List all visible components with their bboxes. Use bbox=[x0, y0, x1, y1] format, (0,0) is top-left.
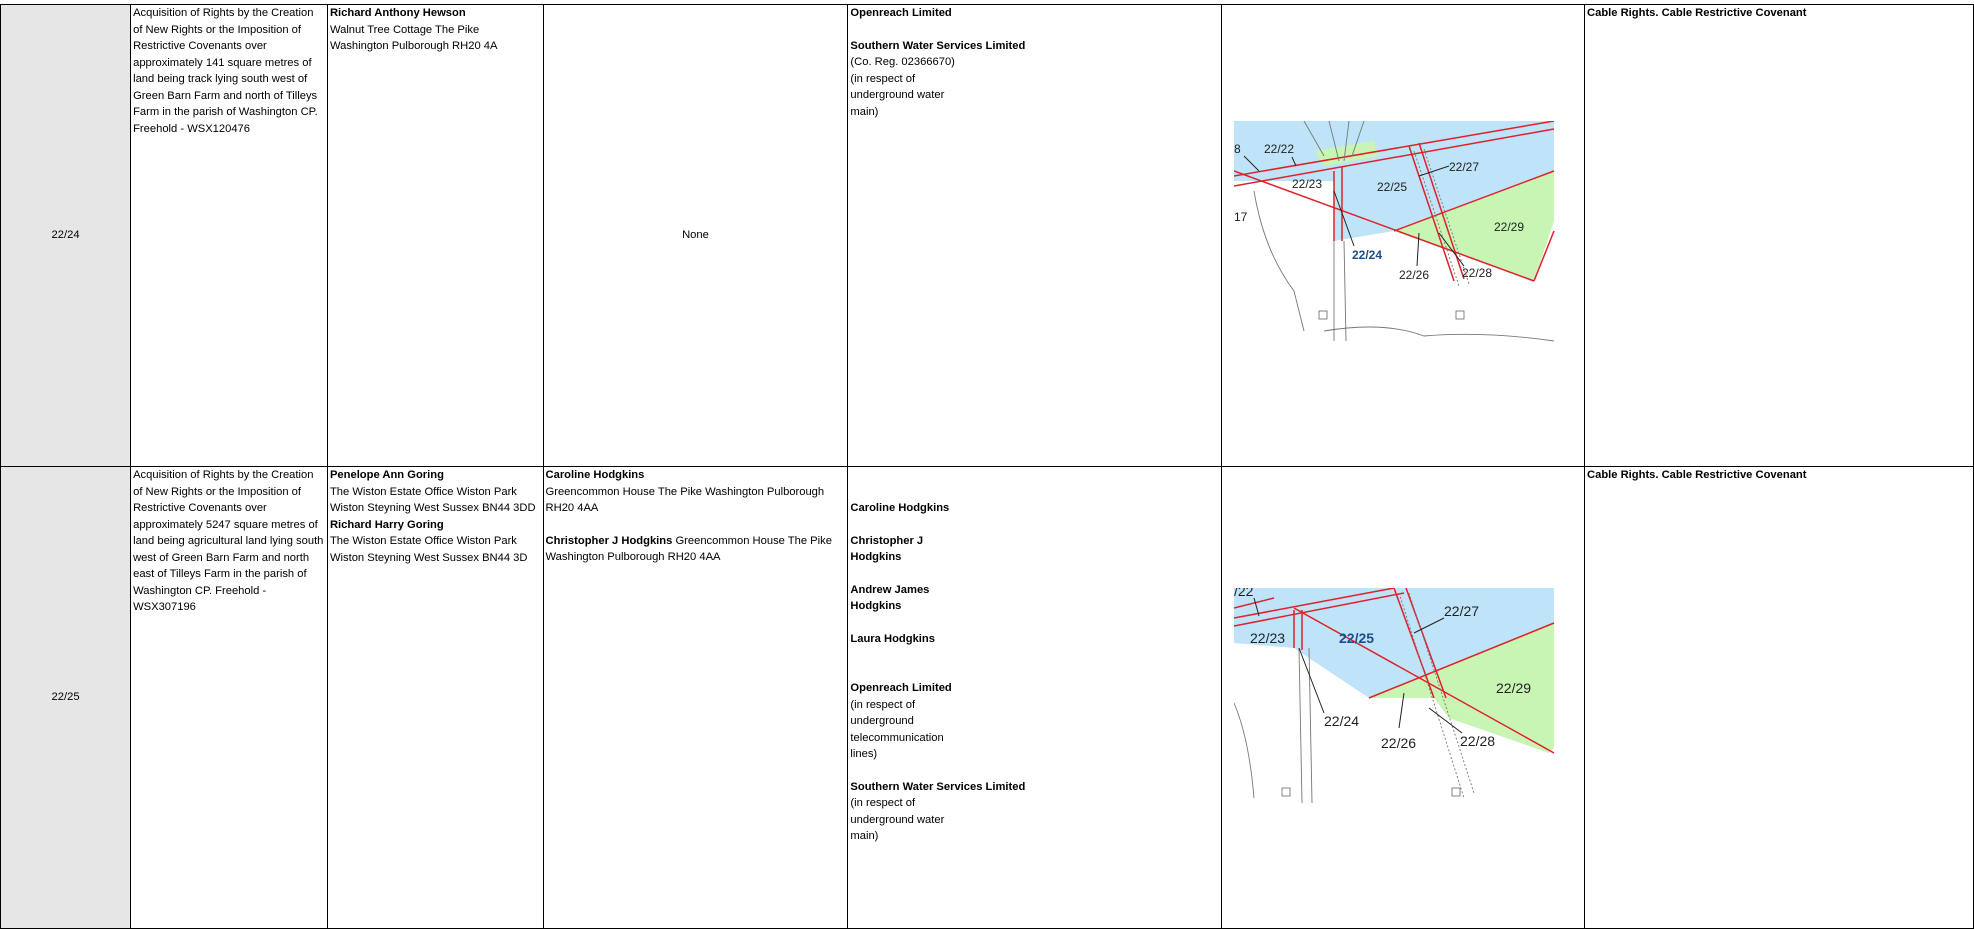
owner-name: Penelope Ann Goring bbox=[329, 469, 444, 481]
table-row: 22/24 Acquisition of Rights by the Creat… bbox=[0, 4, 1974, 467]
occupier-cell: Caroline Hodgkins Greencommon House The … bbox=[542, 466, 849, 929]
interest-person: Andrew James Hodgkins bbox=[850, 583, 930, 613]
other-interests-cell: Openreach Limited Southern Water Service… bbox=[847, 4, 1223, 467]
map-label: 22/23 bbox=[1292, 177, 1322, 191]
table-row: 22/25 Acquisition of Rights by the Creat… bbox=[0, 466, 1974, 929]
plot-map-22-25: /22 22/23 22/25 22/27 22/29 22/24 22/26 … bbox=[1234, 587, 1555, 803]
other-interests-cell: Caroline Hodgkins Christopher J Hodgkins… bbox=[847, 466, 1223, 929]
map-label: 22/28 bbox=[1462, 266, 1492, 280]
map-label: 22/22 bbox=[1264, 142, 1294, 156]
map-label: 22/23 bbox=[1250, 630, 1285, 646]
occupier-address: Greencommon House The Pike Washington Pu… bbox=[545, 485, 825, 515]
interest-southern-water: Southern Water Services Limited bbox=[850, 39, 1026, 52]
interest-note: (in respect of underground water main) bbox=[850, 797, 945, 842]
interest-person: Christopher J Hodgkins bbox=[850, 534, 924, 564]
description-cell: Acquisition of Rights by the Creation of… bbox=[130, 466, 328, 929]
interest-openreach: Openreach Limited bbox=[850, 7, 952, 19]
map-label: 22/27 bbox=[1444, 603, 1479, 619]
owner-address: The Wiston Estate Office Wiston Park Wis… bbox=[329, 535, 528, 564]
map-region-blue bbox=[1234, 587, 1555, 698]
interest-person: Caroline Hodgkins bbox=[850, 502, 950, 514]
map-label-highlight: 22/24 bbox=[1352, 248, 1382, 262]
interest-southern-water: Southern Water Services Limited bbox=[850, 780, 1026, 793]
owner-address: The Wiston Estate Office Wiston Park Wis… bbox=[329, 485, 536, 515]
map-region-green bbox=[1434, 697, 1555, 753]
map-label: 22/27 bbox=[1449, 160, 1479, 174]
interest-openreach: Openreach Limited bbox=[850, 682, 952, 694]
map-label: 17 bbox=[1234, 210, 1248, 224]
plot-number: 22/24 bbox=[0, 4, 132, 467]
map-region-green bbox=[1394, 170, 1555, 281]
occupier-name: Caroline Hodgkins bbox=[545, 469, 645, 481]
map-label: 22/29 bbox=[1494, 220, 1524, 234]
owner-cell: Penelope Ann Goring The Wiston Estate Of… bbox=[326, 466, 544, 929]
plan-cell: /22 22/23 22/25 22/27 22/29 22/24 22/26 … bbox=[1221, 466, 1586, 929]
plot-number: 22/25 bbox=[0, 466, 132, 929]
rights-cell: Cable Rights. Cable Restrictive Covenant bbox=[1584, 466, 1974, 929]
land-schedule-table: 22/24 Acquisition of Rights by the Creat… bbox=[0, 4, 1974, 929]
interest-note: (in respect of underground telecommunica… bbox=[850, 698, 944, 761]
interest-person: Laura Hodgkins bbox=[850, 632, 935, 645]
map-label: 22/24 bbox=[1324, 713, 1359, 729]
occupier-cell: None bbox=[542, 4, 849, 467]
interest-note: (Co. Reg. 02366670) (in respect of under… bbox=[850, 56, 955, 118]
owner-name: Richard Harry Goring bbox=[329, 518, 444, 531]
map-label: 8 bbox=[1234, 142, 1241, 156]
occupier-name: Christopher J Hodgkins bbox=[545, 534, 673, 547]
map-label-highlight: 22/25 bbox=[1339, 630, 1374, 646]
map-label: 22/26 bbox=[1381, 735, 1416, 751]
owner-name: Richard Anthony Hewson bbox=[329, 7, 466, 19]
map-region-blue bbox=[1334, 180, 1395, 241]
plot-map-22-24: 8 22/22 22/23 22/25 22/27 22/29 17 22/24… bbox=[1234, 120, 1555, 341]
rights-text: Cable Rights. Cable Restrictive Covenant bbox=[1587, 469, 1807, 481]
map-region-blue bbox=[1234, 120, 1555, 231]
map-label: 22/28 bbox=[1460, 733, 1495, 749]
map-label: /22 bbox=[1234, 588, 1254, 599]
owner-cell: Richard Anthony Hewson Walnut Tree Cotta… bbox=[326, 4, 544, 467]
rights-cell: Cable Rights. Cable Restrictive Covenant bbox=[1584, 4, 1974, 467]
map-region-green bbox=[1369, 622, 1555, 748]
plan-cell: 8 22/22 22/23 22/25 22/27 22/29 17 22/24… bbox=[1221, 4, 1586, 467]
map-label: 22/25 bbox=[1377, 180, 1407, 194]
rights-text: Cable Rights. Cable Restrictive Covenant bbox=[1587, 7, 1807, 19]
occupier-address: Greencommon House The Pike Washington Pu… bbox=[545, 534, 832, 564]
map-label: 22/29 bbox=[1496, 680, 1531, 696]
owner-address: Walnut Tree Cottage The Pike Washington … bbox=[329, 23, 498, 53]
description-cell: Acquisition of Rights by the Creation of… bbox=[130, 4, 328, 467]
map-label: 22/26 bbox=[1399, 268, 1429, 282]
